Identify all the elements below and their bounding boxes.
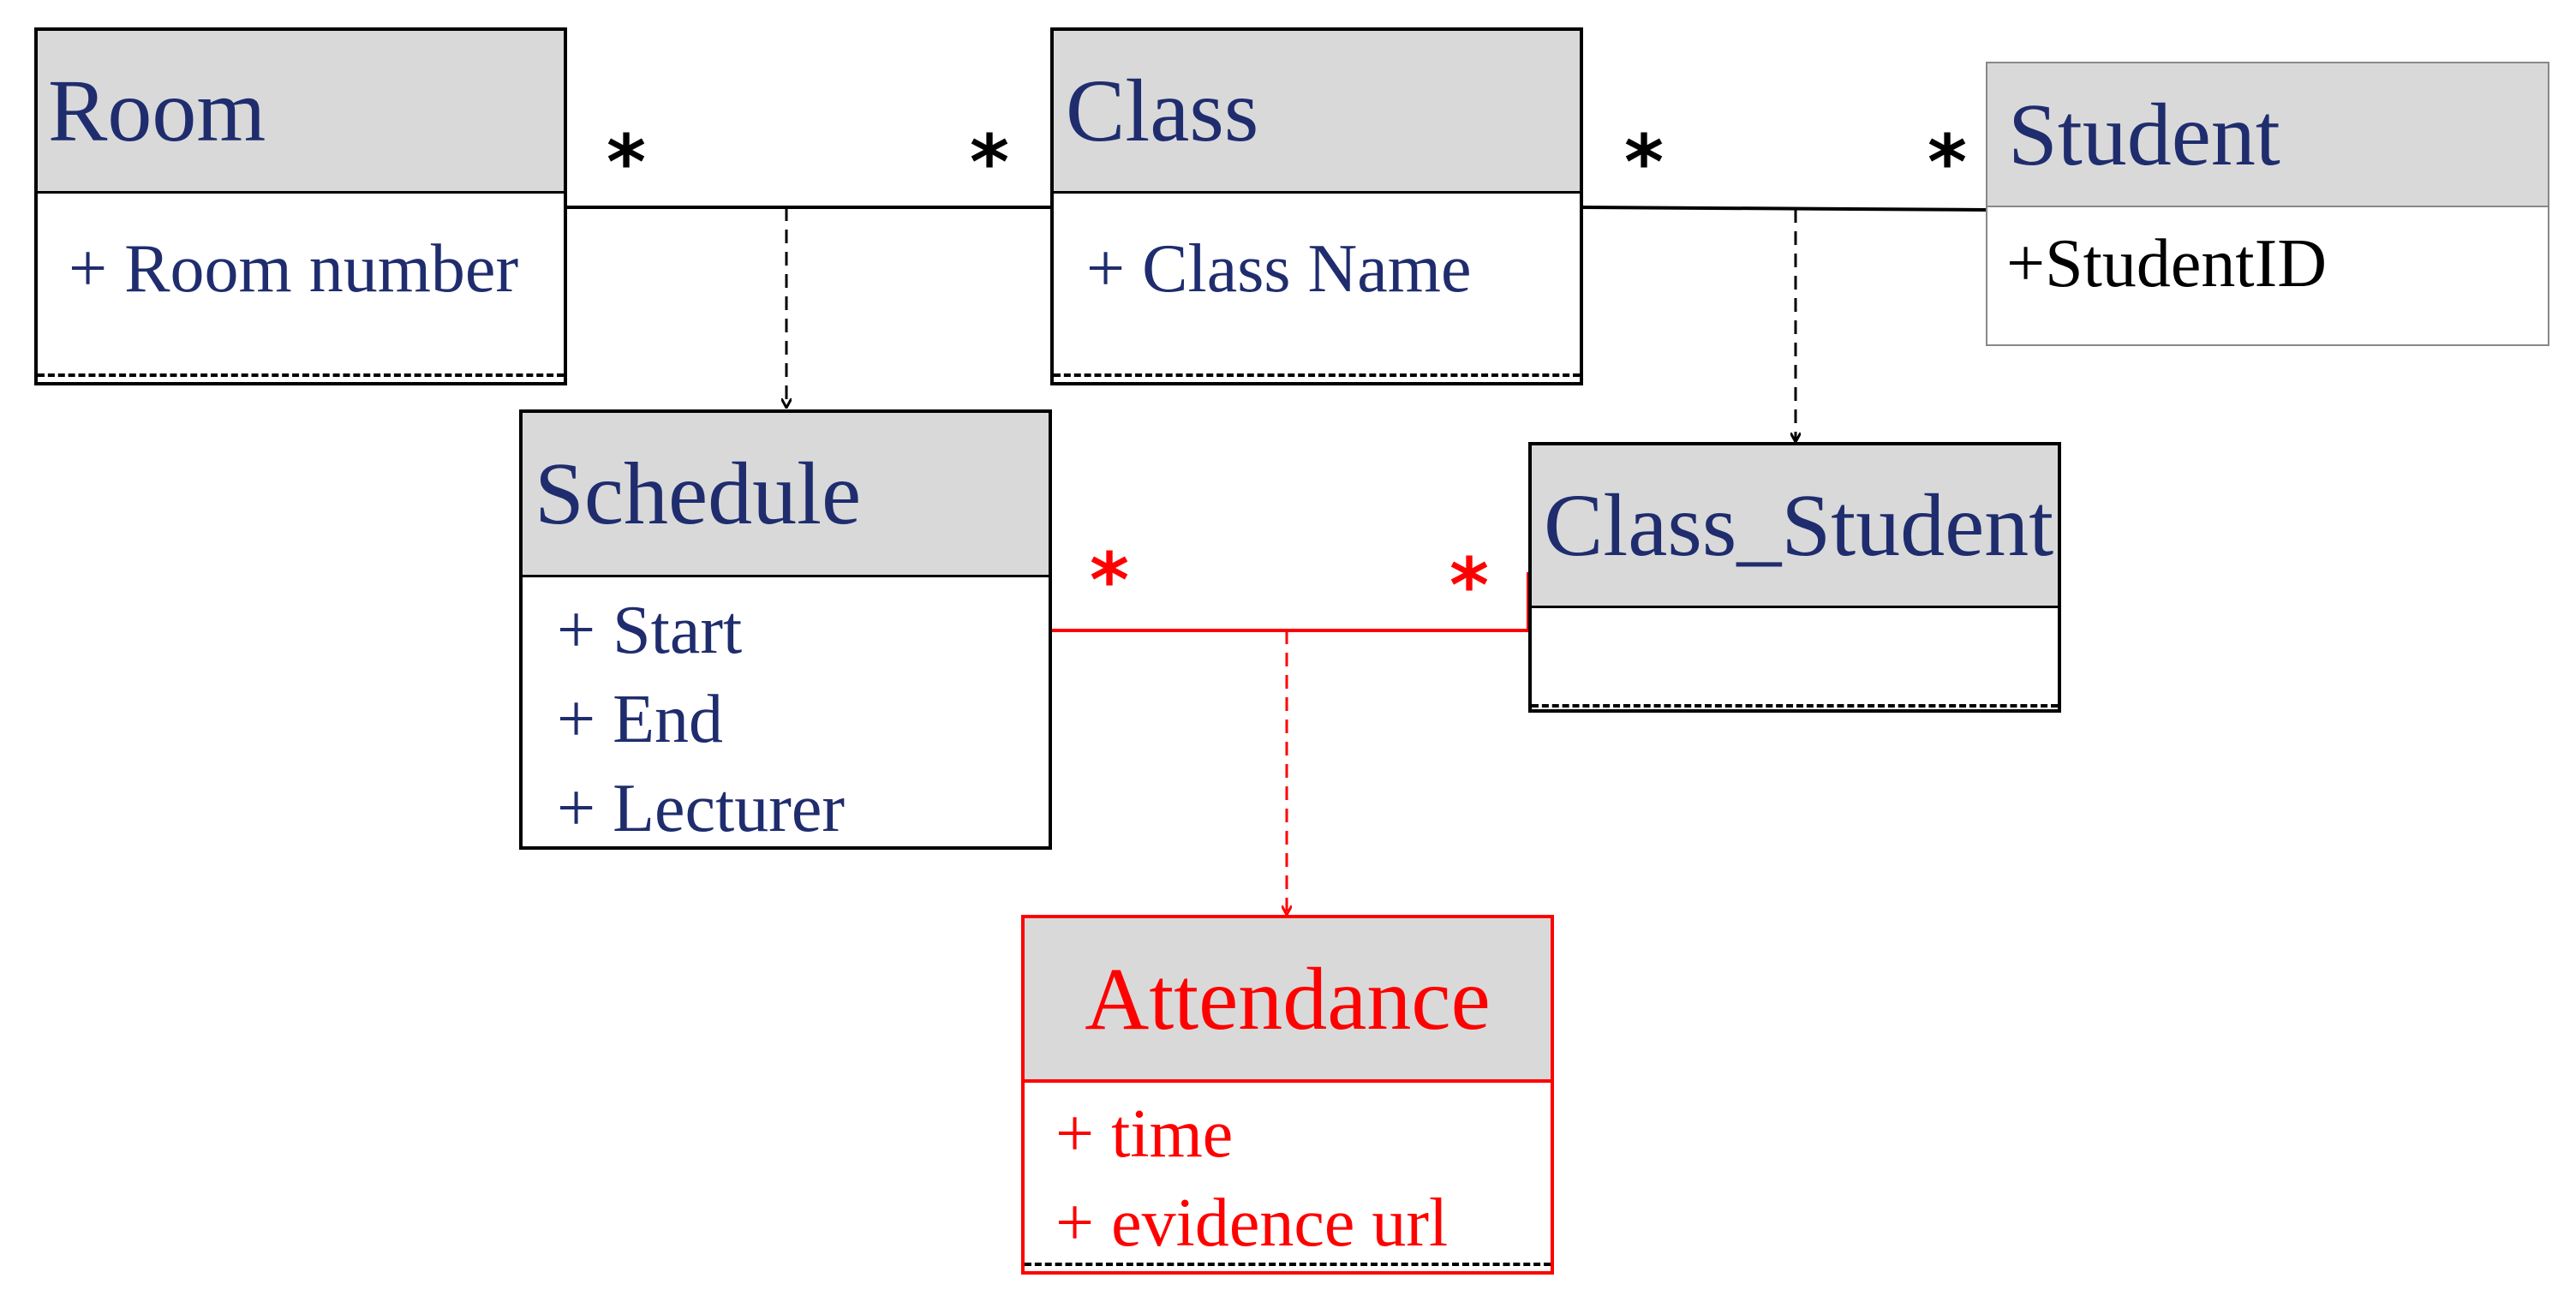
- class-room-name: Room: [48, 62, 266, 160]
- class-student-header: Student: [1987, 63, 2548, 207]
- class-student-attr-studentid: +StudentID: [2006, 226, 2327, 302]
- multiplicity-class-end-room-association: *: [970, 118, 1010, 206]
- multiplicity-schedule-end: *: [1090, 536, 1130, 624]
- class-attendance-attr-evidence-url: + evidence url: [1055, 1186, 1449, 1261]
- class-room-header: Room: [38, 31, 564, 194]
- class-room: Room + Room number: [34, 27, 567, 385]
- multiplicity-student-end: *: [1928, 118, 1968, 206]
- class-student-attributes: +StudentID: [1987, 219, 2548, 308]
- class-class_student: Class_Student: [1528, 442, 2061, 713]
- class-class_student-header: Class_Student: [1532, 445, 2058, 608]
- class-attendance-attributes: + time + evidence url: [1025, 1090, 1551, 1268]
- multiplicity-room-end: *: [607, 118, 647, 206]
- class-attendance: Attendance + time + evidence url: [1021, 915, 1554, 1275]
- class-schedule-name: Schedule: [535, 445, 862, 543]
- class-class-header: Class: [1054, 31, 1580, 194]
- class-class-attr-class-name: + Class Name: [1086, 231, 1472, 307]
- class-class_student-operations-separator: [1532, 704, 2058, 708]
- class-attendance-operations-separator: [1025, 1263, 1551, 1266]
- association-class-student: [1581, 206, 1987, 212]
- class-schedule-attributes: + Start + End + Lecturer: [523, 586, 1049, 853]
- class-schedule-attr-end: + End: [557, 682, 723, 757]
- class-attendance-header: Attendance: [1025, 918, 1551, 1083]
- class-student: Student +StudentID: [1986, 62, 2549, 346]
- class-class-name: Class: [1066, 62, 1259, 160]
- class-room-attr-room-number: + Room number: [69, 231, 519, 307]
- class-room-attributes: + Room number: [38, 224, 564, 314]
- class-schedule-attr-lecturer: + Lecturer: [557, 771, 846, 846]
- class-student-name: Student: [2008, 85, 2280, 184]
- multiplicity-class-end-student-association: *: [1624, 118, 1665, 206]
- class-class-attributes: + Class Name: [1054, 224, 1580, 314]
- class-class-operations-separator: [1054, 373, 1580, 377]
- class-schedule: Schedule + Start + End + Lecturer: [519, 409, 1052, 850]
- class-room-operations-separator: [38, 373, 564, 377]
- class-schedule-header: Schedule: [523, 413, 1049, 577]
- class-attendance-attr-time: + time: [1055, 1096, 1234, 1172]
- class-attendance-name: Attendance: [1085, 949, 1491, 1048]
- class-class_student-name: Class_Student: [1544, 476, 2054, 575]
- class-schedule-attr-start: + Start: [557, 593, 743, 668]
- class-class: Class + Class Name: [1050, 27, 1583, 385]
- multiplicity-class_student-end: *: [1449, 541, 1490, 630]
